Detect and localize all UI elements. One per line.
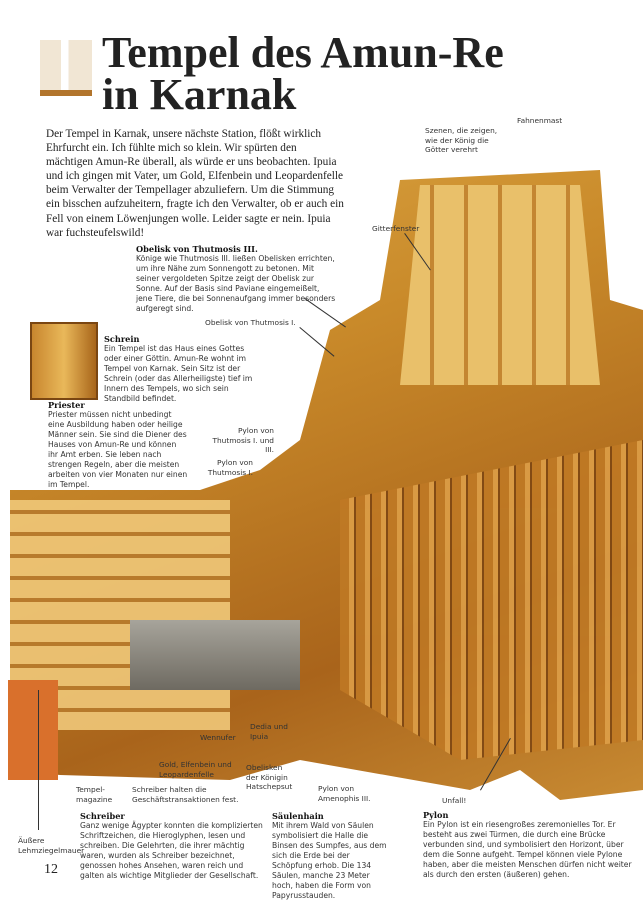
caption-title: Pylon <box>423 810 449 820</box>
label-szenen: Szenen, die zeigen, wie der König die Gö… <box>425 126 498 154</box>
title-line-2: in Karnak <box>102 70 297 119</box>
caption-title: Schrein <box>104 334 140 344</box>
label-obelisken-hatschepsut: Obelisken der Königin Hatschepsut <box>246 763 293 791</box>
label-dedia-ipuia: Dedia und Ipuia <box>250 722 288 741</box>
title-line-1: Tempel des Amun-Re <box>102 28 504 77</box>
label-fahnenmast: Fahnenmast <box>517 116 563 125</box>
label-wennufer: Wennufer <box>200 733 236 742</box>
label-schreiber-fest: Schreiber halten die Geschäftstransaktio… <box>132 785 239 804</box>
caption-text: Ein Pylon ist ein riesengroßes zeremonie… <box>423 820 632 879</box>
caption-text: Priester müssen nicht unbedingt eine Aus… <box>48 410 188 489</box>
column-hall <box>340 440 643 760</box>
caption-text: Könige wie Thutmosis III. ließen Obelisk… <box>136 254 336 313</box>
caption-title: Priester <box>48 400 85 410</box>
label-tempelmagazine: Tempel-magazine <box>76 785 113 804</box>
label-gold: Gold, Elfenbein und Leopardenfelle <box>159 760 232 779</box>
caption-text: Ganz wenige Ägypter konnten die komplizi… <box>80 821 263 880</box>
label-obelisk-thutmosis-1: Obelisk von Thutmosis I. <box>205 318 296 327</box>
label-pylon-amenophis: Pylon von Amenophis III. <box>318 784 371 803</box>
page-number: 12 <box>44 862 58 877</box>
label-unfall: Unfall! <box>442 796 467 805</box>
shrine-image <box>30 322 98 400</box>
label-gitterfenster: Gitterfenster <box>372 224 420 233</box>
page-title: Tempel des Amun-Re in Karnak <box>102 31 504 119</box>
figures-image <box>40 40 92 96</box>
outer-wall <box>8 680 58 780</box>
caption-title: Säulenhain <box>272 811 324 821</box>
pylon-tower <box>400 185 600 385</box>
label-pylon-thutmosis-1-3: Pylon von Thutmosis I. und III. <box>212 426 274 454</box>
label-aeussere-mauer: Äußere Lehmziegelmauer <box>18 836 85 855</box>
caption-title: Obelisk von Thutmosis III. <box>136 244 258 254</box>
courtyard <box>130 620 300 690</box>
caption-text: Mit ihrem Wald von Säulen symbolisiert d… <box>272 821 387 900</box>
caption-obelisk-thutmosis-3: Obelisk von Thutmosis III.Könige wie Thu… <box>136 244 336 314</box>
caption-title: Schreiber <box>80 811 125 821</box>
intro-text: Der Tempel in Karnak, unsere nächste Sta… <box>46 128 344 239</box>
caption-text: Ein Tempel ist das Haus eines Gottes ode… <box>104 344 253 403</box>
label-pylon-thutmosis-1: Pylon von Thutmosis I. <box>207 458 253 477</box>
leader-line <box>38 690 39 830</box>
